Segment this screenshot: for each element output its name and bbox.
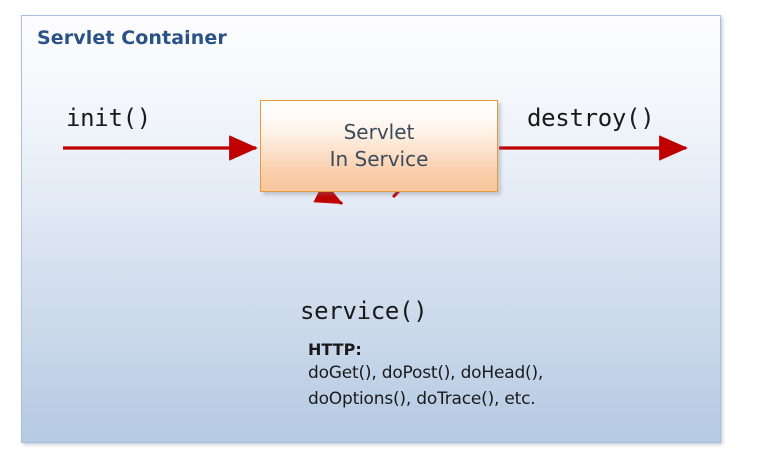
init-method-label: init() <box>66 104 151 132</box>
servlet-container-title: Servlet Container <box>37 27 227 49</box>
servlet-container-panel <box>21 15 721 443</box>
http-heading: HTTP: <box>308 340 362 359</box>
servlet-box-line-1: Servlet <box>343 120 415 145</box>
servlet-box-line-2: In Service <box>329 147 429 171</box>
http-methods-line-1: doGet(), doPost(), doHead(), <box>308 363 544 384</box>
service-method-label: service() <box>300 297 428 325</box>
http-methods-block: HTTP: doGet(), doPost(), doHead(), doOpt… <box>308 338 668 412</box>
destroy-method-label: destroy() <box>527 104 655 132</box>
http-methods-line-2: doOptions(), doTrace(), etc. <box>308 388 536 409</box>
servlet-in-service-box: Servlet In Service <box>260 100 498 192</box>
